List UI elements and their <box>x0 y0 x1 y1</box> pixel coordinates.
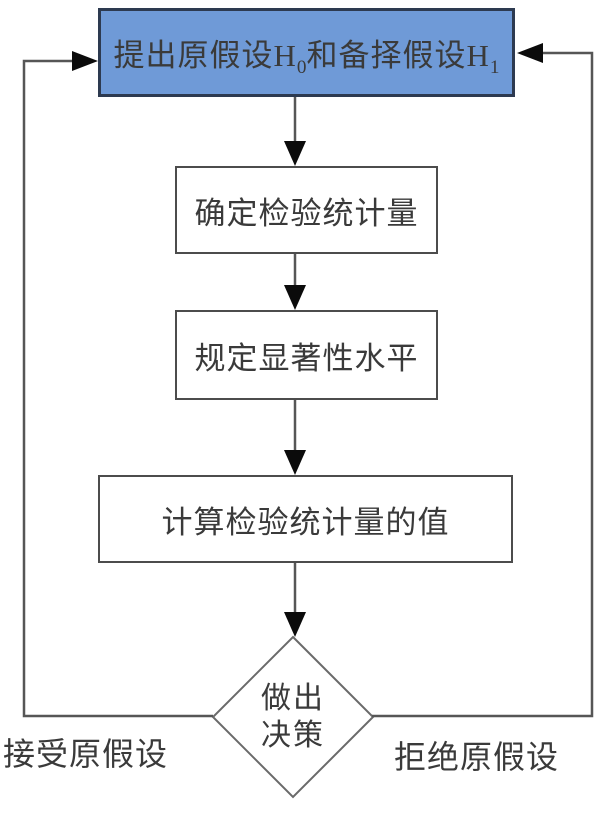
node-set-significance-level: 规定显著性水平 <box>175 310 438 400</box>
feedback-line-accept <box>22 59 213 718</box>
decision-line-2: 决策 <box>261 719 325 752</box>
node-label: 计算检验统计量的值 <box>161 504 450 540</box>
node-compute-statistic-value: 计算检验统计量的值 <box>98 475 513 563</box>
feedback-line-reject <box>372 51 594 718</box>
subscript-1: 1 <box>489 57 500 79</box>
arrow-down-icon <box>284 450 306 475</box>
node-label: 规定显著性水平 <box>194 340 419 376</box>
arrow-down-icon <box>284 612 306 637</box>
decision-diamond-shape <box>211 635 375 799</box>
arrow-down-icon <box>284 141 306 166</box>
arrow-down-icon <box>284 285 306 310</box>
node-determine-statistic: 确定检验统计量 <box>175 166 438 254</box>
arrow-left-icon <box>517 43 543 63</box>
arrow-right-icon <box>72 51 98 71</box>
node-propose-hypotheses: 提出原假设H0和备择假设H1 <box>98 8 515 97</box>
node-label: 确定检验统计量 <box>194 195 419 231</box>
accept-branch-label: 接受原假设 <box>3 736 169 772</box>
decision-line-1: 做出 <box>261 682 325 715</box>
subscript-0: 0 <box>296 57 307 79</box>
node-label: 提出原假设H0和备择假设H1 <box>113 38 500 79</box>
reject-branch-label: 拒绝原假设 <box>394 739 560 775</box>
node-decision-label: 做出 决策 <box>213 637 373 797</box>
